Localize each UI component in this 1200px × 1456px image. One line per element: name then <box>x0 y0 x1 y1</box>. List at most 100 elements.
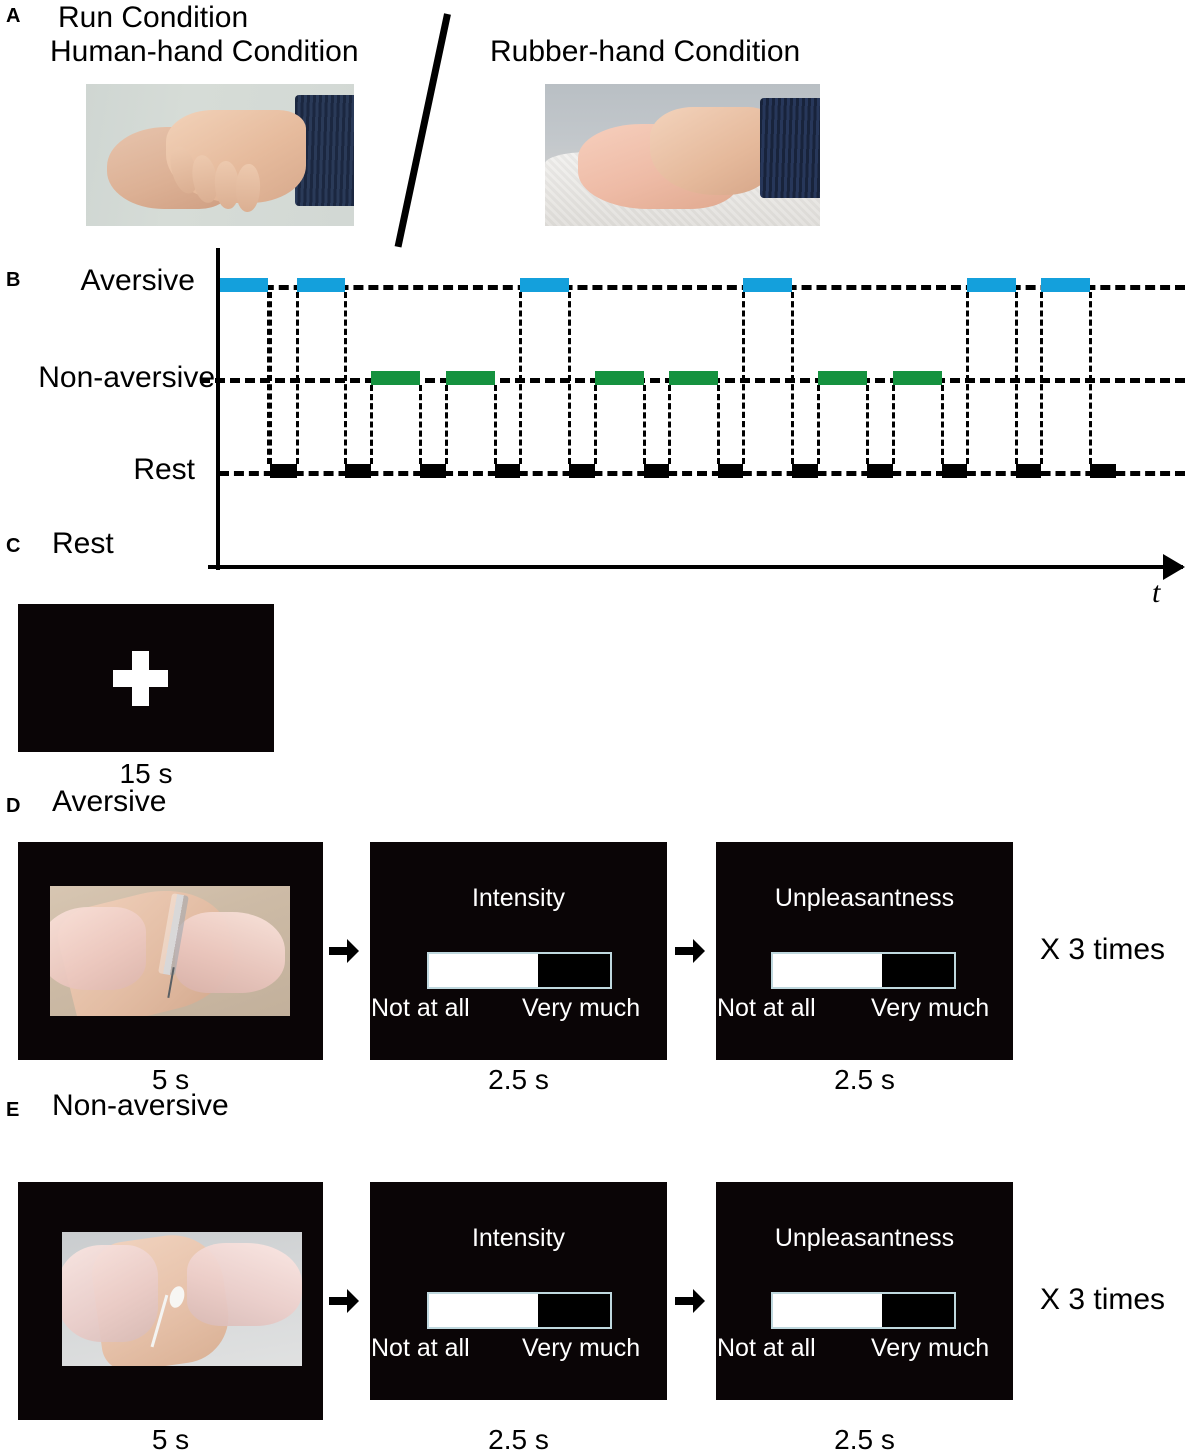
baseline-aversive <box>219 285 1185 290</box>
timeline-block-rest <box>792 464 818 478</box>
aversive-intensity-title: Intensity <box>471 884 566 912</box>
timeline-connector <box>1040 292 1043 464</box>
baseline-rest <box>219 471 1185 476</box>
non-aversive-unpleasantness-scale[interactable] <box>771 1292 956 1329</box>
panel-letter-b: B <box>6 269 21 291</box>
non-aversive-intensity-title: Intensity <box>471 1224 566 1252</box>
non-aversive-repeat-label: X 3 times <box>1040 1283 1166 1316</box>
timeline-block-aversive <box>743 278 792 292</box>
row-label-non-aversive: Non-aversive <box>38 361 215 394</box>
non-aversive-stimulus-screen <box>18 1182 323 1420</box>
timeline-block-rest <box>270 464 297 478</box>
panel-c-title: Rest <box>52 527 114 560</box>
non-aversive-unpleasantness-right-anchor: Very much <box>871 1334 990 1362</box>
panel-c-letter: C <box>6 536 20 557</box>
flow-arrow-icon <box>329 939 359 963</box>
panel-e-letter: E <box>6 1100 19 1121</box>
aversive-unpleasantness-duration: 2.5 s <box>834 1064 895 1095</box>
timeline-connector <box>269 292 272 464</box>
non-aversive-intensity-duration: 2.5 s <box>488 1424 549 1455</box>
timeline-block-aversive <box>297 278 345 292</box>
cotton-swab-photo <box>62 1232 302 1366</box>
aversive-intensity-scale[interactable] <box>427 952 612 989</box>
rubber-hand-photo <box>545 84 820 226</box>
timeline-block-nonaversive <box>669 371 718 385</box>
timeline-blocks-layer <box>0 0 1200 600</box>
timeline-block-nonaversive <box>446 371 495 385</box>
timeline-axis-arrowhead <box>1163 554 1185 580</box>
timeline-block-rest <box>644 464 669 478</box>
non-aversive-unpleasantness-screen: Unpleasantness Not at all Very much <box>716 1182 1013 1400</box>
timeline-block-rest <box>569 464 595 478</box>
timeline-y-axis <box>216 248 220 570</box>
timeline-connector <box>370 385 373 464</box>
rest-screen <box>18 604 274 752</box>
panel-letter-a: A <box>6 5 21 27</box>
row-label-rest: Rest <box>133 453 195 486</box>
panel-d-letter: D <box>6 796 20 817</box>
timeline-block-aversive <box>1041 278 1090 292</box>
flow-arrow-icon-3 <box>329 1289 359 1313</box>
timeline-connector <box>791 292 794 464</box>
timeline-block-nonaversive <box>818 371 867 385</box>
aversive-photo-duration: 5 s <box>151 1064 190 1095</box>
timeline-block-rest <box>345 464 371 478</box>
timeline-block-rest <box>942 464 967 478</box>
aversive-intensity-fill <box>429 954 538 987</box>
timeline-connector <box>568 292 571 464</box>
non-aversive-intensity-scale[interactable] <box>427 1292 612 1329</box>
timeline-connector <box>817 385 820 464</box>
non-aversive-intensity-screen: Intensity Not at all Very much <box>370 1182 667 1400</box>
fixation-cross-vertical <box>132 651 149 706</box>
aversive-unpleasantness-title: Unpleasantness <box>774 884 955 912</box>
panel-a-title: Run Condition <box>58 1 249 34</box>
timeline-block-rest <box>718 464 743 478</box>
timeline-connector <box>594 385 597 464</box>
rubber-hand-condition-label: Rubber-hand Condition <box>490 35 801 68</box>
panel-letter-d: D <box>6 795 21 817</box>
aversive-repeat-label: X 3 times <box>1040 933 1166 966</box>
panel-letter-c: C <box>6 535 21 557</box>
timeline-block-rest <box>420 464 446 478</box>
timeline-block-aversive <box>520 278 569 292</box>
timeline-connector <box>866 385 869 464</box>
timeline-block-rest <box>495 464 520 478</box>
timeline-block-rest <box>1090 464 1116 478</box>
aversive-unpleasantness-right-anchor: Very much <box>871 994 990 1022</box>
panel-b-letter: B <box>6 270 20 291</box>
timeline-connector <box>494 385 497 464</box>
timeline-block-nonaversive <box>371 371 420 385</box>
aversive-unpleasantness-scale[interactable] <box>771 952 956 989</box>
aversive-intensity-duration: 2.5 s <box>488 1064 549 1095</box>
aversive-unpleasantness-fill <box>773 954 882 987</box>
aversive-unpleasantness-left-anchor: Not at all <box>717 994 816 1022</box>
flow-arrow-icon-2 <box>675 939 705 963</box>
timeline-connector <box>668 385 671 464</box>
rest-duration: 15 s <box>119 758 173 789</box>
non-aversive-unpleasantness-left-anchor: Not at all <box>717 1334 816 1362</box>
timeline-connector <box>344 292 347 464</box>
non-aversive-photo-duration: 5 s <box>151 1424 190 1455</box>
human-hand-condition-label: Human-hand Condition <box>50 35 359 68</box>
timeline-block-nonaversive <box>595 371 644 385</box>
panel-e-title: Non-aversive <box>52 1089 229 1122</box>
non-aversive-unpleasantness-fill <box>773 1294 882 1327</box>
timeline-block-aversive <box>967 278 1016 292</box>
non-aversive-intensity-fill <box>429 1294 538 1327</box>
row-label-aversive: Aversive <box>80 264 196 297</box>
human-hand-photo <box>86 84 354 226</box>
panel-a-letter: A <box>6 6 20 27</box>
timeline-connector <box>892 385 895 464</box>
non-aversive-unpleasantness-duration: 2.5 s <box>834 1424 895 1455</box>
timeline-connector <box>519 292 522 464</box>
timeline-connector <box>296 292 299 464</box>
timeline-connector <box>267 292 270 464</box>
aversive-intensity-screen: Intensity Not at all Very much <box>370 842 667 1060</box>
timeline-x-axis <box>208 565 1183 569</box>
time-axis-label: t <box>1152 576 1161 609</box>
aversive-intensity-left-anchor: Not at all <box>371 994 470 1022</box>
timeline-connector <box>445 385 448 464</box>
timeline-connector <box>419 385 422 464</box>
non-aversive-intensity-left-anchor: Not at all <box>371 1334 470 1362</box>
timeline-block-nonaversive <box>893 371 942 385</box>
